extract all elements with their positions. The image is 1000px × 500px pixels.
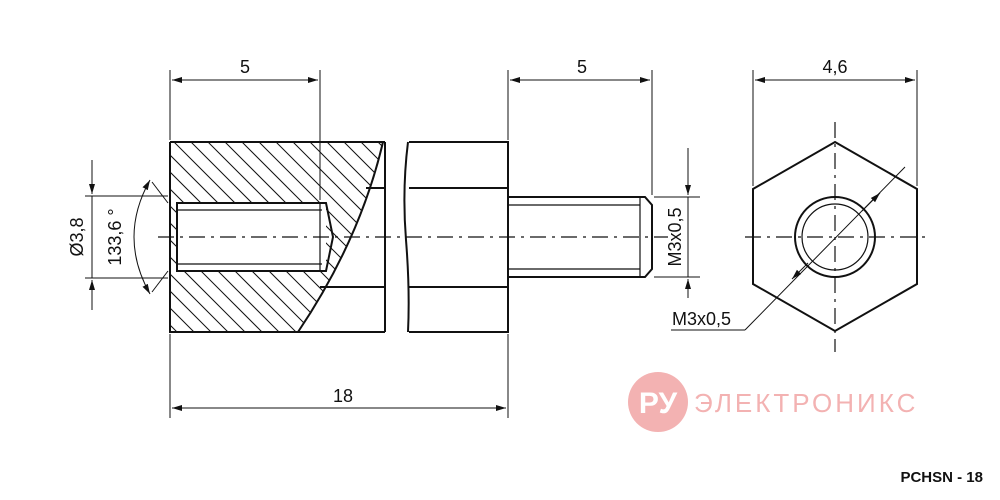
dim-stud-thread: M3x0,5: [665, 207, 685, 266]
dimensions-side: 5 5 18 Ø3,8 133,6 ° M3x0,5: [67, 57, 700, 418]
logo-badge-text: РУ: [639, 387, 678, 420]
hatch-line: [170, 142, 212, 332]
dim-chamfer-angle: 133,6 °: [105, 208, 125, 265]
dim-stud-length: 5: [577, 57, 587, 77]
dimensions-end: 4,6 M3x0,5: [671, 57, 918, 331]
end-view-hexagon: [745, 122, 930, 352]
dim-bore-diameter: Ø3,8: [67, 217, 87, 256]
bore-thread-lines: [177, 209, 322, 265]
stud-thread-lines: [508, 197, 641, 277]
hatch-line: [170, 142, 229, 332]
logo-name: ЭЛЕКТРОНИКС: [694, 388, 918, 418]
hex-edges-left: [320, 187, 385, 288]
internal-bore: [176, 202, 335, 272]
body-outline-right: [409, 141, 509, 333]
hatch-line: [170, 142, 263, 332]
dim-hex-width: 4,6: [822, 57, 847, 77]
hatch-line: [309, 142, 383, 332]
logo-badge: [628, 372, 688, 432]
dim-left-length: 5: [240, 57, 250, 77]
break-line-right: [403, 141, 410, 333]
hatch-line: [170, 142, 246, 332]
hatch-line: [292, 142, 383, 332]
dim-total-length: 18: [333, 386, 353, 406]
side-view: [158, 141, 668, 333]
break-line: [297, 141, 384, 333]
threaded-stud: [508, 196, 653, 278]
hex-edges-right: [409, 187, 508, 288]
part-code: PCHSN - 18: [900, 469, 983, 486]
hatch-line: [170, 142, 178, 332]
brand-logo: РУ ЭЛЕКТРОНИКС: [628, 372, 918, 432]
dim-hex-thread: M3x0,5: [672, 309, 731, 329]
hatch-line: [326, 142, 383, 332]
